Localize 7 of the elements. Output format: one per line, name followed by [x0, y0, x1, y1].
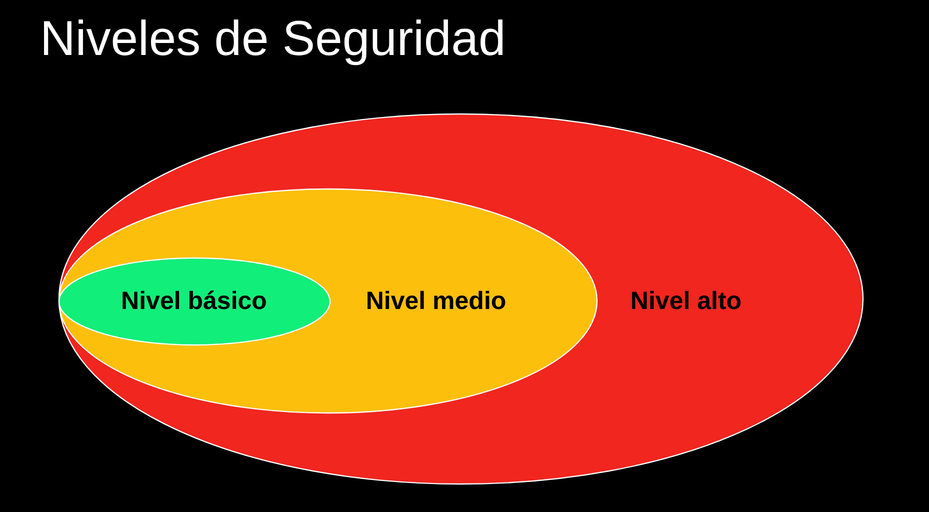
outer-ellipse	[58, 113, 864, 485]
middle-ellipse	[58, 188, 598, 414]
inner-ellipse	[58, 257, 331, 346]
level-label: Nivel básico	[121, 286, 267, 316]
title: Niveles de Seguridad	[40, 11, 506, 68]
level-label: Nivel medio	[366, 286, 506, 316]
level-label: Nivel alto	[630, 286, 742, 316]
